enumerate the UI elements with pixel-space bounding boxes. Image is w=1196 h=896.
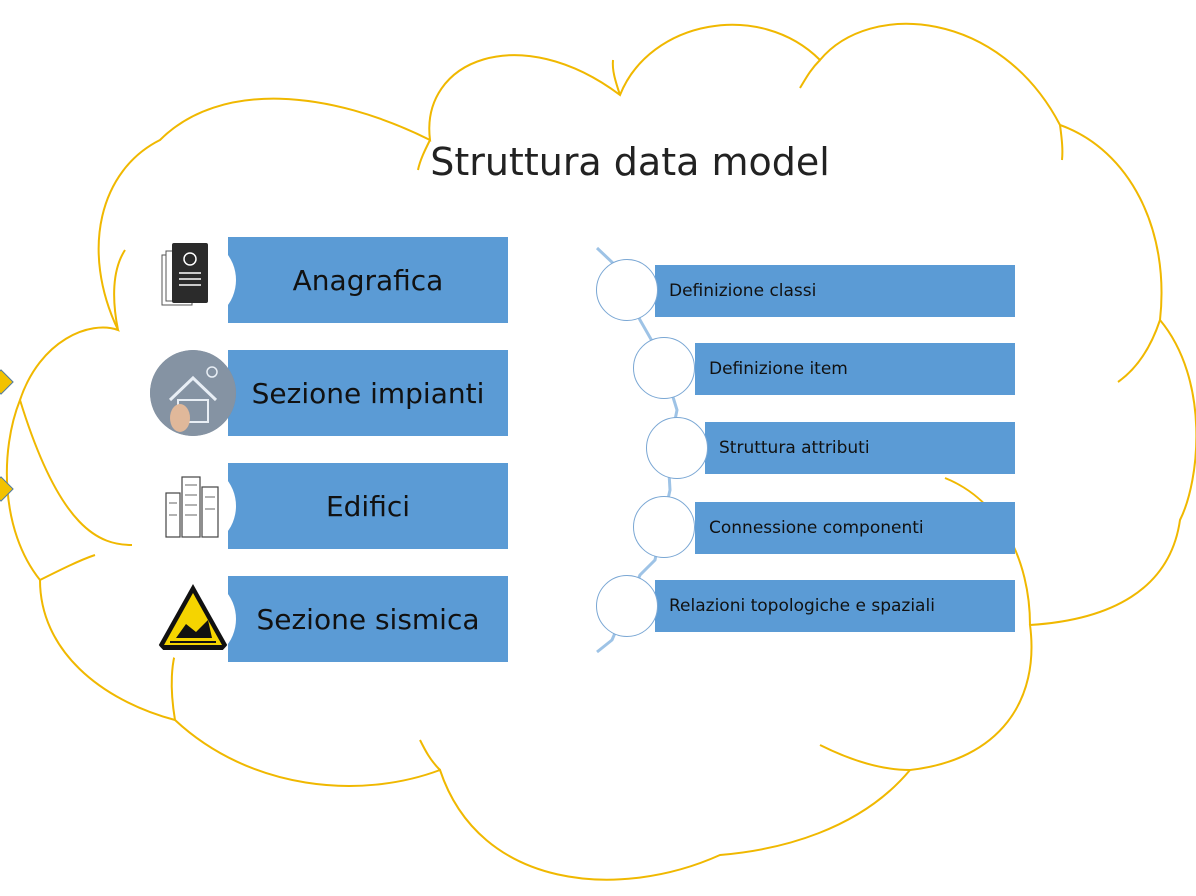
step-definizione-item: Definizione item xyxy=(695,343,1015,395)
step-label: Connessione componenti xyxy=(709,518,924,538)
step-label: Definizione classi xyxy=(669,281,817,301)
page-title: Struttura data model xyxy=(430,140,830,184)
step-marker-2 xyxy=(633,337,695,399)
buildings-icon xyxy=(150,463,236,549)
step-label: Relazioni topologiche e spaziali xyxy=(669,596,935,616)
category-anagrafica: Anagrafica xyxy=(228,237,508,323)
earthquake-warning-icon xyxy=(150,576,236,662)
smart-home-icon xyxy=(150,350,236,436)
category-label: Anagrafica xyxy=(292,263,444,297)
step-marker-5 xyxy=(596,575,658,637)
step-definizione-classi: Definizione classi xyxy=(655,265,1015,317)
step-marker-4 xyxy=(633,496,695,558)
category-sezione-sismica: Sezione sismica xyxy=(228,576,508,662)
step-struttura-attributi: Struttura attributi xyxy=(705,422,1015,474)
document-stack-icon xyxy=(150,237,236,323)
step-connessione-componenti: Connessione componenti xyxy=(695,502,1015,554)
category-sezione-impianti: Sezione impianti xyxy=(228,350,508,436)
category-label: Edifici xyxy=(325,489,411,523)
step-label: Definizione item xyxy=(709,359,848,379)
category-label: Sezione sismica xyxy=(256,602,480,636)
category-label: Sezione impianti xyxy=(251,376,485,410)
category-edifici: Edifici xyxy=(228,463,508,549)
step-marker-1 xyxy=(596,259,658,321)
step-label: Struttura attributi xyxy=(719,438,870,458)
step-marker-3 xyxy=(646,417,708,479)
step-relazioni-topologiche: Relazioni topologiche e spaziali xyxy=(655,580,1015,632)
